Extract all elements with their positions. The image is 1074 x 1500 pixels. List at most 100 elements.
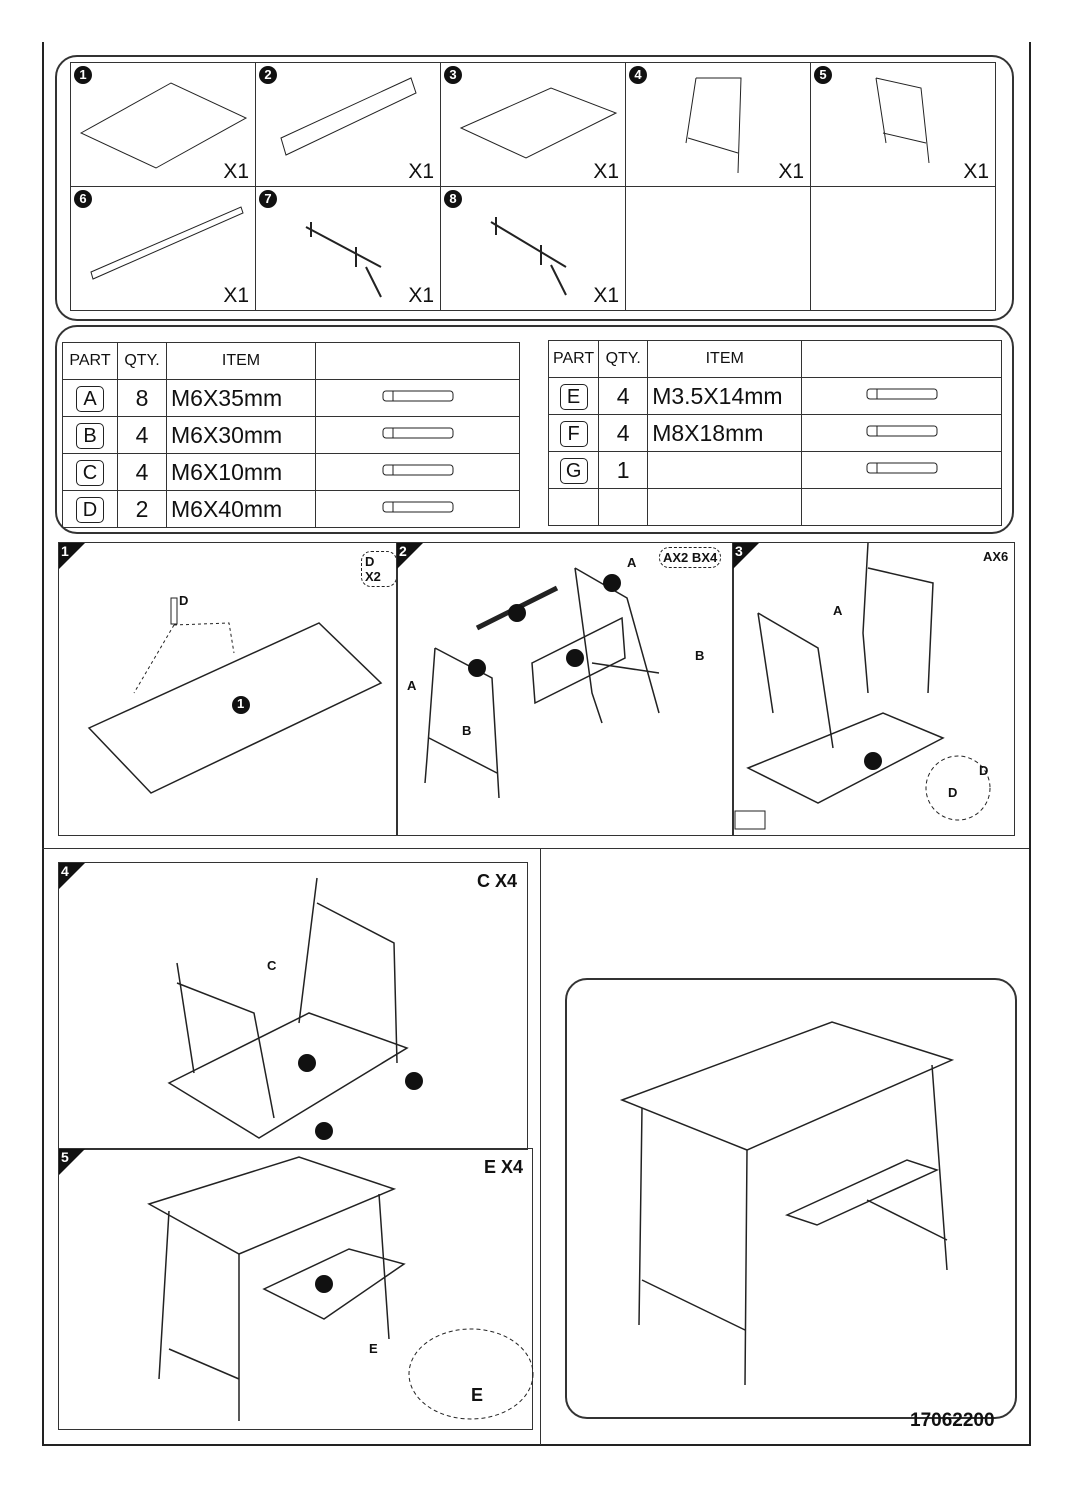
part-quantity: X1 bbox=[593, 284, 619, 307]
step-1-diagram bbox=[87, 597, 383, 794]
part-quantity: X1 bbox=[593, 160, 619, 183]
part-item: M3.5X14mm bbox=[647, 377, 803, 415]
part-letter: E bbox=[559, 384, 588, 410]
part-item: M6X35mm bbox=[166, 379, 316, 417]
part-letter: C bbox=[76, 460, 104, 486]
part-quantity: X1 bbox=[778, 160, 804, 183]
header-qty: QTY. bbox=[598, 340, 649, 378]
part-drawing bbox=[90, 206, 244, 280]
part-number: 5 bbox=[814, 66, 832, 84]
part-qty: 4 bbox=[117, 453, 167, 491]
part-item: M6X40mm bbox=[166, 490, 316, 528]
step-number: 4 bbox=[61, 863, 69, 879]
part-qty: 4 bbox=[598, 414, 649, 452]
step-number: 1 bbox=[61, 543, 69, 559]
part-item bbox=[647, 451, 803, 489]
part-label: B bbox=[695, 648, 705, 663]
hardware-callout: AX6 bbox=[983, 549, 1009, 564]
header-image bbox=[801, 340, 1002, 378]
header-qty: QTY. bbox=[117, 342, 167, 380]
part-qty: 4 bbox=[117, 416, 167, 454]
empty-cell bbox=[810, 186, 996, 311]
part-label: D bbox=[179, 593, 189, 608]
hardware-callout: C X4 bbox=[477, 871, 518, 891]
part-label: A bbox=[627, 555, 637, 570]
hardware-icon bbox=[315, 453, 520, 491]
part-number: 3 bbox=[444, 66, 462, 84]
header-item: ITEM bbox=[166, 342, 316, 380]
part-label: D bbox=[979, 763, 989, 778]
header-part: PART bbox=[62, 342, 118, 380]
part-quantity: X1 bbox=[223, 284, 249, 307]
part-number: 6 bbox=[74, 190, 92, 208]
hardware-icon bbox=[315, 379, 520, 417]
part-drawing bbox=[875, 77, 930, 164]
part-label: C bbox=[267, 958, 277, 973]
part-label: E bbox=[369, 1341, 378, 1356]
part-quantity: X1 bbox=[223, 160, 249, 183]
part-drawing bbox=[305, 222, 382, 298]
part-letter: G bbox=[559, 458, 588, 484]
step-2-panel: 2 AX2 BX4 A A B B bbox=[396, 542, 734, 836]
part-drawing bbox=[79, 82, 248, 169]
step-number: 3 bbox=[735, 543, 743, 559]
part-number: 8 bbox=[444, 190, 462, 208]
hardware-callout: AX2 BX4 bbox=[659, 547, 722, 568]
step-4-panel: 4 C C X4 bbox=[58, 862, 528, 1150]
part-drawing bbox=[459, 87, 618, 159]
part-quantity: X1 bbox=[408, 160, 434, 183]
step-number: 5 bbox=[61, 1149, 69, 1165]
part-qty: 4 bbox=[598, 377, 649, 415]
part-item: M6X10mm bbox=[166, 453, 316, 491]
part-quantity: X1 bbox=[963, 160, 989, 183]
part-number: 2 bbox=[259, 66, 277, 84]
hardware-icon bbox=[315, 490, 520, 528]
header-part: PART bbox=[547, 340, 600, 378]
part-letter: A bbox=[76, 386, 104, 412]
part-label: D bbox=[948, 785, 958, 800]
step-number: 2 bbox=[399, 543, 407, 559]
part-number: 4 bbox=[629, 66, 647, 84]
hardware-icon bbox=[801, 451, 1002, 489]
divider bbox=[540, 848, 541, 1445]
step-2-diagram bbox=[424, 567, 660, 799]
part-letter: B bbox=[76, 423, 104, 449]
divider bbox=[42, 848, 1029, 849]
hardware-callout: D X2 bbox=[361, 551, 397, 587]
part-item: M6X30mm bbox=[166, 416, 316, 454]
step-1-panel: 1 D 1 D X2 bbox=[58, 542, 398, 836]
part-label: A bbox=[407, 678, 417, 693]
part-number: 1 bbox=[74, 66, 92, 84]
step-5-diagram bbox=[147, 1156, 534, 1421]
part-label: B bbox=[462, 723, 472, 738]
part-letter: D bbox=[76, 497, 104, 523]
part-quantity: X1 bbox=[408, 284, 434, 307]
step-3-diagram bbox=[734, 543, 991, 830]
document-code: 17062200 bbox=[910, 1410, 995, 1431]
hardware-list bbox=[55, 325, 1014, 534]
hardware-icon bbox=[801, 414, 1002, 452]
part-qty: 2 bbox=[117, 490, 167, 528]
part-qty: 8 bbox=[117, 379, 167, 417]
header-item: ITEM bbox=[647, 340, 803, 378]
empty-cell bbox=[625, 186, 811, 311]
part-drawing bbox=[685, 77, 742, 174]
parts-list bbox=[55, 55, 1014, 321]
